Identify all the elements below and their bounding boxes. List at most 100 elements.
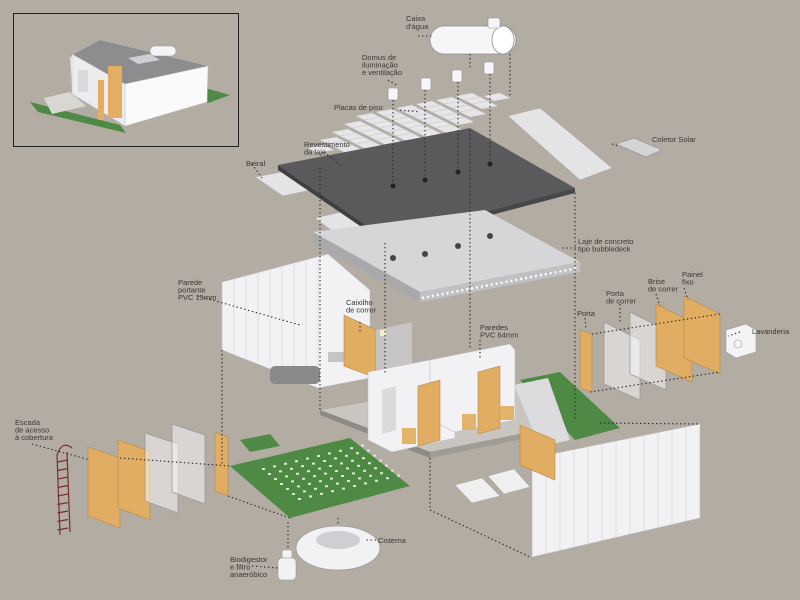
lawn-paver <box>362 457 365 460</box>
lawn-paver <box>361 444 364 447</box>
label-cisterna: Cisterna <box>378 536 407 545</box>
lawn-paver <box>363 469 366 472</box>
lawn-paver <box>279 470 282 473</box>
left-lawn <box>230 434 410 518</box>
svg-text:Lavanderia: Lavanderia <box>752 327 790 336</box>
ladder-rung <box>57 518 69 523</box>
lawn-paver <box>297 485 300 488</box>
ladder-rung <box>57 501 69 506</box>
lawn-paver <box>296 472 299 475</box>
lawn-paver <box>341 475 344 477</box>
inset-frame <box>13 13 239 147</box>
floor-plate <box>459 108 487 118</box>
left-panel-stack <box>87 423 229 529</box>
label-porta: Porta <box>577 309 596 318</box>
lawn-paver <box>345 454 348 457</box>
interior-walls <box>367 343 516 453</box>
ladder-rung <box>57 476 69 480</box>
lawn-paver <box>308 482 311 485</box>
floor-plate <box>307 144 335 154</box>
lawn-paver <box>309 495 312 498</box>
lawn-paver <box>397 474 400 477</box>
lawn-paver <box>290 467 293 470</box>
lawn-paver <box>306 457 309 460</box>
lawn-paver <box>340 462 343 465</box>
lawn-paver <box>358 477 361 480</box>
lawn-paver <box>319 480 322 483</box>
concrete-slab <box>313 210 580 302</box>
floor-plate <box>447 116 475 126</box>
lawn-paver <box>351 459 354 462</box>
laundry-unit <box>725 323 757 359</box>
lawn-paver <box>346 467 349 470</box>
water-tank <box>429 17 517 55</box>
lawn-paver <box>334 457 337 460</box>
lawn-paver <box>347 480 350 482</box>
lawn-paver <box>298 498 301 500</box>
lawn-paver <box>339 449 342 452</box>
lawn-paver <box>303 490 306 493</box>
lawn-paver <box>273 465 276 468</box>
lawn-paver <box>323 460 326 462</box>
lawn-paver <box>295 460 298 463</box>
lawn-paver <box>374 467 377 470</box>
lawn-paver <box>380 472 383 475</box>
lawn-paver <box>353 485 356 487</box>
lawn-paver <box>284 462 287 465</box>
lawn-paver <box>292 493 295 495</box>
ladder-rung <box>57 467 69 472</box>
floor-mats <box>454 468 531 504</box>
lawn-paver <box>356 452 359 455</box>
lawn-paver <box>350 447 353 450</box>
lawn-paver <box>342 487 345 490</box>
label-lavanderia: Lavanderia <box>752 327 790 336</box>
lawn-paver <box>325 485 328 488</box>
lawn-paver <box>268 473 271 475</box>
lawn-paver <box>352 472 355 475</box>
label-coletor-solar: Coletor Solar <box>652 135 696 144</box>
svg-text:Porta: Porta <box>577 309 596 318</box>
lawn-paver <box>391 469 394 472</box>
floor-plate <box>471 100 499 110</box>
lawn-paver <box>301 465 304 468</box>
lawn-paver <box>262 468 265 470</box>
right-walkway <box>514 378 570 447</box>
lawn-paver <box>367 449 370 452</box>
roof-ladder <box>56 444 73 536</box>
lawn-paver <box>274 478 277 480</box>
guide-lines <box>119 54 721 558</box>
lawn-paver <box>314 487 317 490</box>
label-placas-piso: Placas de piso <box>334 103 383 112</box>
lawn-paver <box>385 464 388 467</box>
lawn-paver <box>324 472 327 475</box>
lawn-paver <box>336 482 339 485</box>
svg-text:Coletor Solar: Coletor Solar <box>652 135 696 144</box>
svg-text:Cisterna: Cisterna <box>378 536 407 545</box>
svg-text:Beiral: Beiral <box>246 159 266 168</box>
lawn-paver <box>286 488 289 490</box>
label-leaders <box>31 35 741 569</box>
cistern <box>295 525 381 571</box>
ladder-rung <box>57 527 69 531</box>
lawn-paver <box>373 454 376 457</box>
label-beiral: Beiral <box>246 159 266 168</box>
